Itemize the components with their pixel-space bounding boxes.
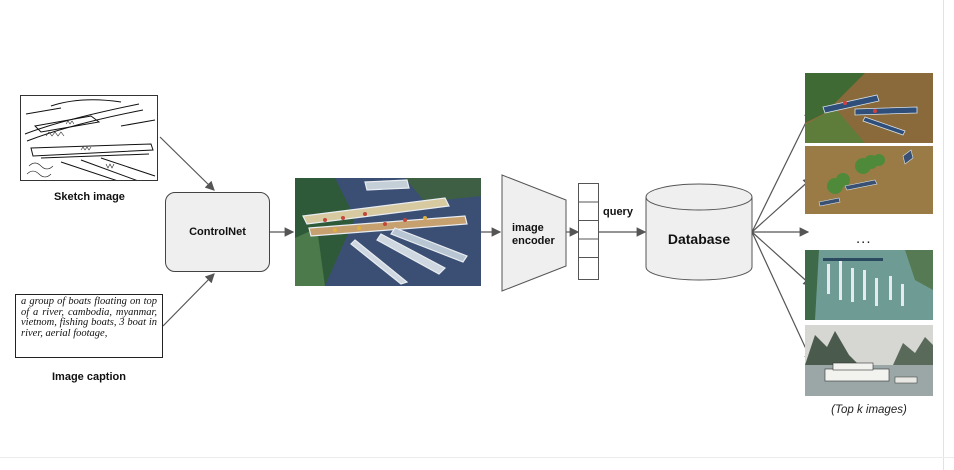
caption-text-box: a group of boats floating on top of a ri… [15, 294, 163, 358]
query-vector [578, 183, 599, 280]
image-encoder-label-line2: encoder [512, 235, 555, 247]
arrow-db-to-result-3 [751, 231, 813, 287]
frame-border-right [943, 0, 944, 470]
top-k-images-label: (Top k images) [831, 404, 907, 416]
result-image-1 [805, 73, 933, 143]
arrow-caption-to-controlnet [162, 273, 215, 327]
image-encoder-label-line1: image [512, 222, 544, 234]
result-image-3 [805, 250, 933, 320]
result-image-4 [805, 325, 933, 396]
arrow-db-to-result-4 [751, 231, 813, 364]
database-cylinder [645, 183, 753, 281]
controlnet-label: ControlNet [189, 226, 246, 238]
frame-border-bottom [0, 457, 954, 458]
sketch-image [20, 95, 158, 181]
arrow-db-to-result-1 [751, 108, 813, 233]
generated-image [295, 178, 481, 286]
image-caption-label: Image caption [52, 371, 126, 383]
more-results-ellipsis: ... [856, 230, 872, 247]
query-label: query [603, 206, 633, 218]
result-image-2 [805, 146, 933, 214]
sketch-image-label: Sketch image [54, 191, 125, 203]
controlnet-box: ControlNet [165, 192, 270, 272]
arrow-sketch-to-controlnet [159, 136, 215, 191]
image-encoder-shape [501, 174, 567, 292]
arrow-db-to-result-2 [751, 177, 813, 233]
database-label: Database [667, 231, 731, 247]
